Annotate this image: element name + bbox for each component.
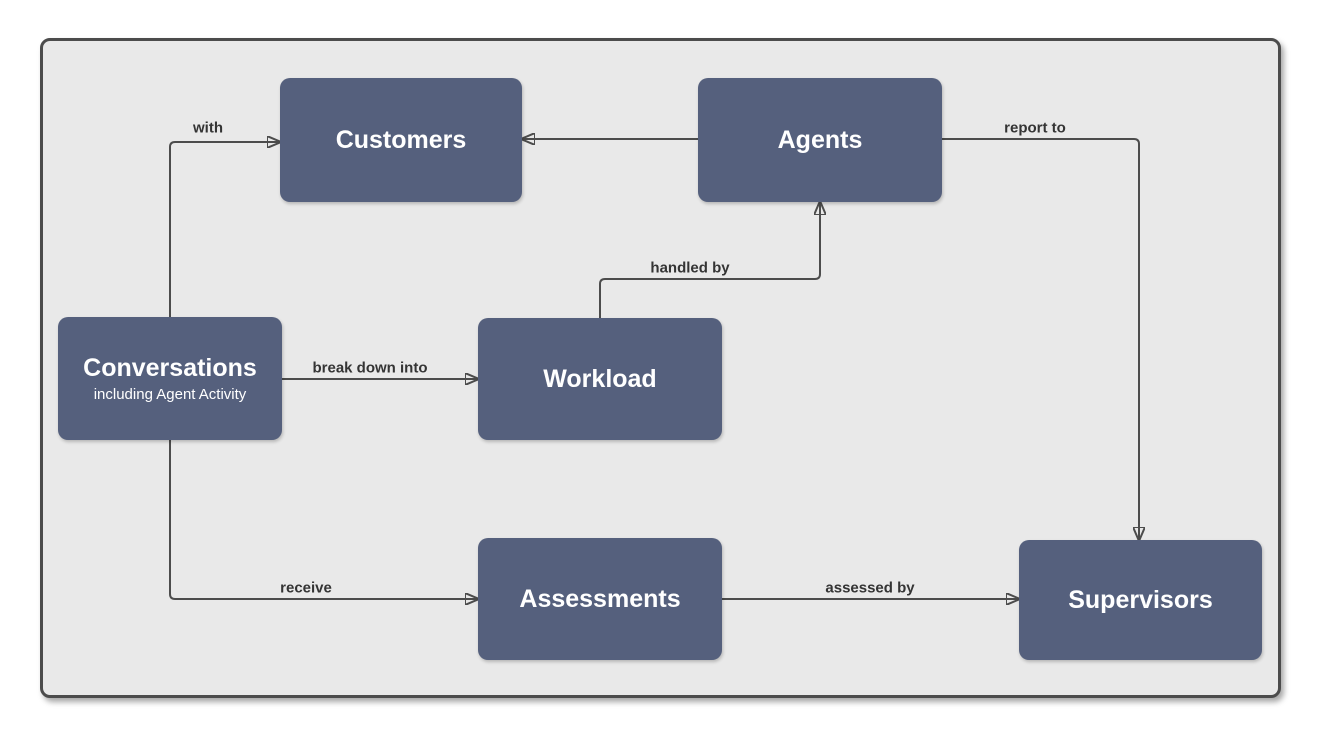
node-workload-label: Workload: [543, 364, 657, 393]
node-agents: Agents: [698, 78, 942, 202]
node-customers: Customers: [280, 78, 522, 202]
edge-label-report-to: report to: [1004, 119, 1066, 137]
node-customers-label: Customers: [335, 125, 467, 154]
edge-label-break-down-into: break down into: [312, 359, 428, 377]
node-assessments: Assessments: [478, 538, 722, 660]
edge-handled-by: [599, 202, 820, 318]
edge-label-handled-by: handled by: [650, 259, 730, 277]
edge-with: [169, 142, 280, 317]
edge-label-receive: receive: [280, 579, 332, 597]
connector-layer: [169, 38, 1281, 698]
edge-label-with: with: [193, 119, 223, 137]
edge-receive: [169, 440, 478, 599]
diagram-canvas: Customers Agents Conversations including…: [40, 38, 1281, 698]
node-agents-label: Agents: [777, 125, 863, 154]
node-assessments-label: Assessments: [519, 584, 681, 613]
node-conversations-sublabel: including Agent Activity: [93, 385, 247, 403]
node-supervisors-label: Supervisors: [1068, 585, 1213, 614]
node-workload: Workload: [478, 318, 722, 440]
node-conversations-label: Conversations: [83, 354, 257, 383]
edge-label-assessed-by: assessed by: [825, 579, 915, 597]
node-conversations: Conversations including Agent Activity: [58, 317, 282, 440]
edge-report-to: [942, 138, 1139, 540]
node-supervisors: Supervisors: [1019, 540, 1262, 660]
